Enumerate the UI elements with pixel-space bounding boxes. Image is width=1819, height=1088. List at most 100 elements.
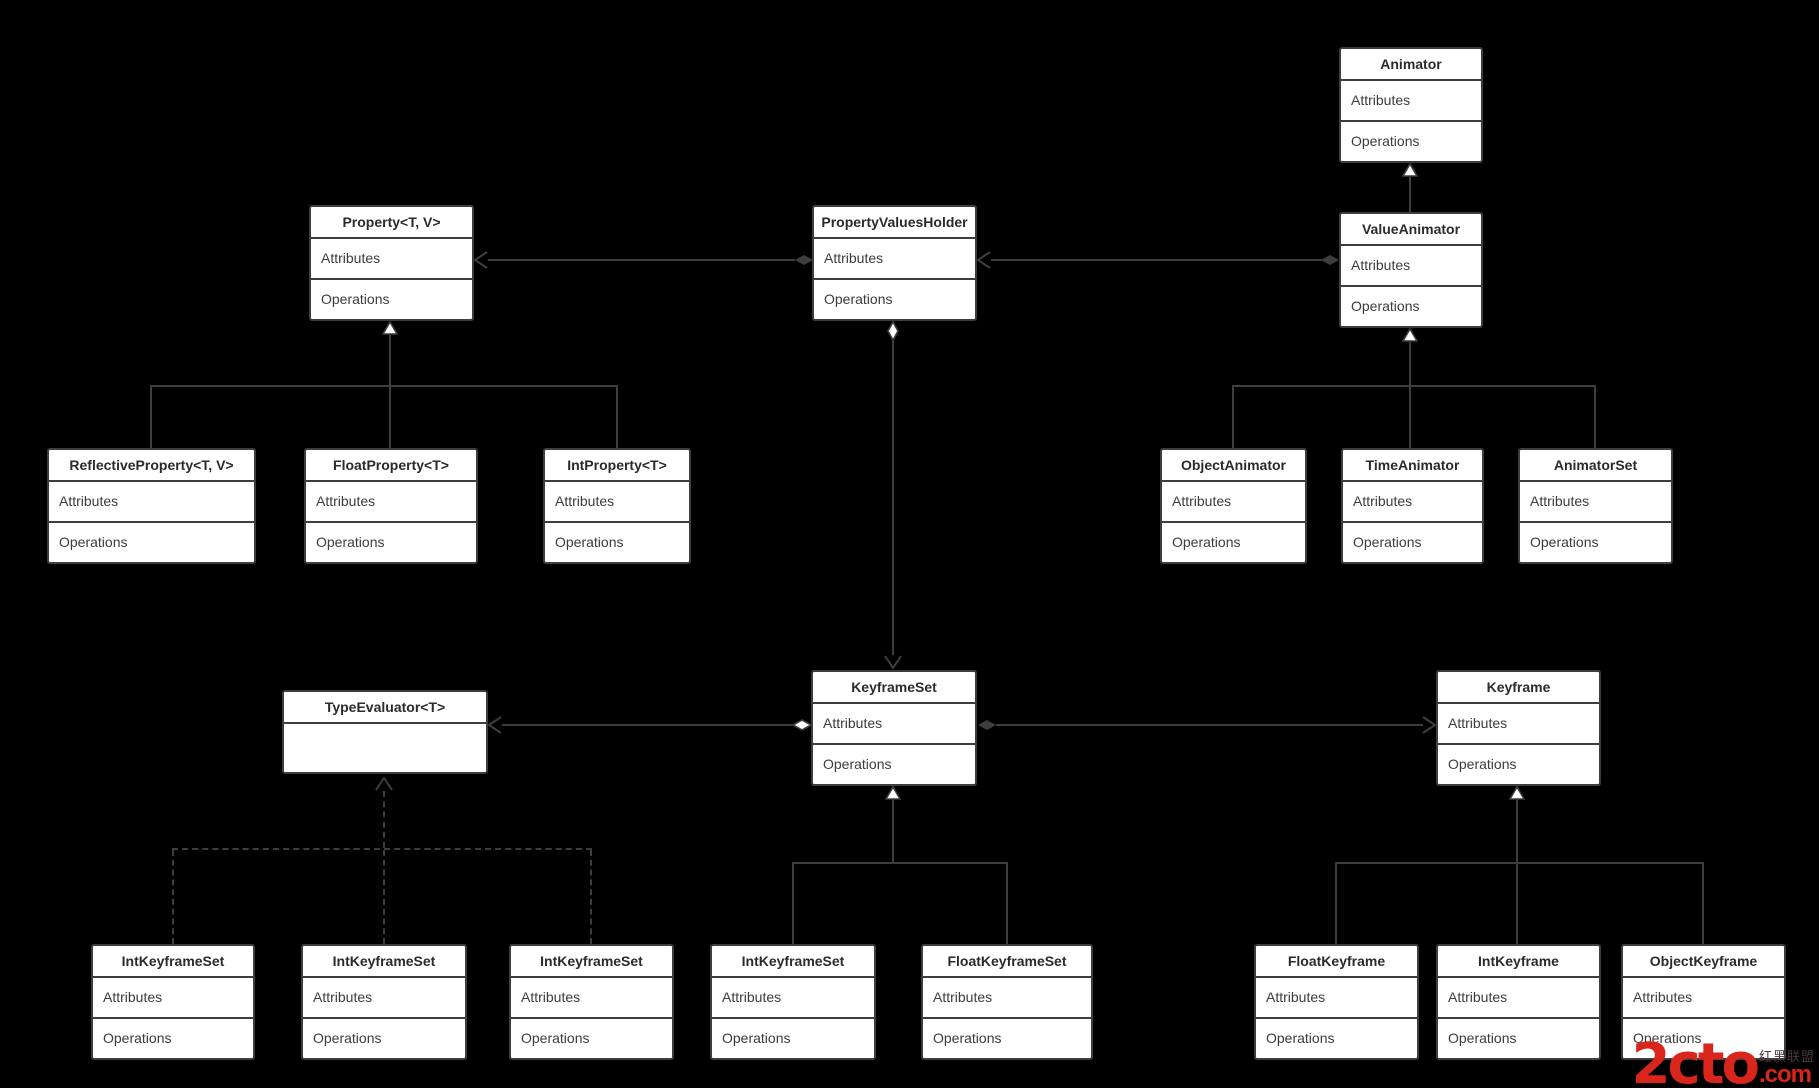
attributes-compartment: Attributes — [311, 239, 472, 280]
attributes-compartment: Attributes — [511, 978, 672, 1019]
class-title: Animator — [1341, 49, 1481, 81]
class-title: IntKeyframeSet — [303, 946, 465, 978]
operations-compartment: Operations — [933, 1030, 1002, 1046]
attributes-compartment: Attributes — [1162, 482, 1305, 523]
attributes-compartment: Attributes — [712, 978, 874, 1019]
class-box-typeevaluator: TypeEvaluator<T> — [282, 690, 488, 774]
filled-diamond-icon — [1320, 254, 1340, 266]
class-title: ObjectKeyframe — [1623, 946, 1784, 978]
edge-keyframeset-typeevaluator — [502, 724, 793, 726]
operations-compartment: Operations — [1530, 534, 1599, 550]
operations-compartment: Operations — [321, 291, 390, 307]
watermark-brand: 2cto — [1631, 1032, 1760, 1088]
generalization-triangle-icon — [1508, 785, 1526, 800]
attributes-compartment: Attributes — [306, 482, 476, 523]
edge-intkeyframeset1-typeevaluator — [172, 850, 174, 944]
class-title: IntKeyframeSet — [511, 946, 672, 978]
edge-timeanimator-valueanimator — [1409, 387, 1411, 448]
edge-valueanimator-tree-stem — [1409, 342, 1411, 385]
generalization-triangle-icon — [1401, 327, 1419, 342]
attributes-compartment: Attributes — [303, 978, 465, 1019]
operations-compartment: Operations — [555, 534, 624, 550]
class-box-intkeyframeset-2: IntKeyframeSet Attributes Operations — [301, 944, 467, 1060]
class-box-intkeyframeset-3: IntKeyframeSet Attributes Operations — [509, 944, 674, 1060]
open-arrow-up-icon — [375, 776, 393, 791]
class-box-intkeyframeset-4: IntKeyframeSet Attributes Operations — [710, 944, 876, 1060]
edge-property-tree-stem — [389, 335, 391, 385]
attributes-compartment: Attributes — [1343, 482, 1482, 523]
class-box-intkeyframeset-1: IntKeyframeSet Attributes Operations — [91, 944, 255, 1060]
operations-compartment: Operations — [1266, 1030, 1335, 1046]
class-title: ReflectiveProperty<T, V> — [49, 450, 254, 482]
edge-valueanimator-tree-rail — [1232, 385, 1596, 387]
operations-compartment: Operations — [316, 534, 385, 550]
edge-dashed-stem-typeevaluator — [383, 791, 385, 848]
operations-compartment: Operations — [313, 1030, 382, 1046]
watermark-2cto: 2cto 红黑联盟 .com — [1631, 1032, 1815, 1088]
attributes-compartment: Attributes — [1520, 482, 1671, 523]
operations-compartment: Operations — [1353, 534, 1422, 550]
attributes-compartment: Attributes — [1438, 978, 1599, 1019]
class-title: KeyframeSet — [813, 672, 975, 704]
class-box-floatkeyframe: FloatKeyframe Attributes Operations — [1254, 944, 1419, 1060]
operations-compartment: Operations — [824, 291, 893, 307]
edge-intkeyframeset2-typeevaluator — [383, 850, 385, 944]
class-box-propertyvaluesholder: PropertyValuesHolder Attributes Operatio… — [812, 205, 977, 321]
class-title: ValueAnimator — [1341, 214, 1481, 246]
attributes-compartment: Attributes — [93, 978, 253, 1019]
hollow-diamond-icon — [791, 719, 813, 731]
class-box-objectkeyframe: ObjectKeyframe Attributes Operations — [1621, 944, 1786, 1060]
generalization-triangle-icon — [1401, 162, 1419, 177]
class-title: FloatKeyframe — [1256, 946, 1417, 978]
attributes-compartment: Attributes — [1256, 978, 1417, 1019]
attributes-compartment: Attributes — [1623, 978, 1784, 1019]
edge-keyframeset-tree-rail — [792, 862, 1008, 864]
edge-objectkeyframe-keyframe — [1702, 864, 1704, 944]
class-title: TypeEvaluator<T> — [284, 692, 486, 724]
open-arrow-right-icon — [1422, 716, 1437, 734]
edge-floatkeyframe-keyframe — [1335, 864, 1337, 944]
operations-compartment: Operations — [1633, 1030, 1702, 1046]
class-box-animator: Animator Attributes Operations — [1339, 47, 1483, 163]
edge-intkeyframeset3-typeevaluator — [590, 850, 592, 944]
edge-keyframe-tree-stem — [1516, 800, 1518, 862]
edge-intkeyframeset4-keyframeset — [792, 864, 794, 944]
operations-compartment: Operations — [722, 1030, 791, 1046]
attributes-compartment: Attributes — [1341, 81, 1481, 122]
attributes-compartment: Attributes — [1341, 246, 1481, 287]
edge-animatorset-valueanimator — [1594, 387, 1596, 448]
operations-compartment: Operations — [1351, 133, 1420, 149]
class-box-floatkeyframeset: FloatKeyframeSet Attributes Operations — [921, 944, 1093, 1060]
edge-valueanimator-animator — [1409, 177, 1411, 212]
class-box-animatorset: AnimatorSet Attributes Operations — [1518, 448, 1673, 564]
operations-compartment: Operations — [1172, 534, 1241, 550]
open-arrow-left-icon — [473, 251, 488, 269]
edge-dashed-rail — [172, 848, 592, 850]
empty-compartment — [284, 724, 486, 772]
edge-property-tree-rail — [150, 385, 618, 387]
operations-compartment: Operations — [1448, 1030, 1517, 1046]
attributes-compartment: Attributes — [1438, 704, 1599, 745]
edge-intkeyframe-keyframe — [1516, 864, 1518, 944]
class-box-intkeyframe: IntKeyframe Attributes Operations — [1436, 944, 1601, 1060]
operations-compartment: Operations — [1351, 298, 1420, 314]
watermark-cjk-text: 红黑联盟 — [1758, 1049, 1815, 1064]
generalization-triangle-icon — [381, 320, 399, 335]
edge-propertyvaluesholder-property — [488, 259, 795, 261]
class-title: FloatProperty<T> — [306, 450, 476, 482]
watermark-suffix: .com — [1758, 1061, 1812, 1088]
class-title: Property<T, V> — [311, 207, 472, 239]
operations-compartment: Operations — [59, 534, 128, 550]
class-title: PropertyValuesHolder — [814, 207, 975, 239]
operations-compartment: Operations — [521, 1030, 590, 1046]
class-box-timeanimator: TimeAnimator Attributes Operations — [1341, 448, 1484, 564]
filled-diamond-icon — [977, 719, 997, 731]
attributes-compartment: Attributes — [545, 482, 689, 523]
attributes-compartment: Attributes — [923, 978, 1091, 1019]
open-arrow-down-icon — [884, 655, 902, 670]
edge-keyframe-tree-rail — [1335, 862, 1704, 864]
class-box-valueanimator: ValueAnimator Attributes Operations — [1339, 212, 1483, 328]
class-title: IntProperty<T> — [545, 450, 689, 482]
class-box-objectanimator: ObjectAnimator Attributes Operations — [1160, 448, 1307, 564]
